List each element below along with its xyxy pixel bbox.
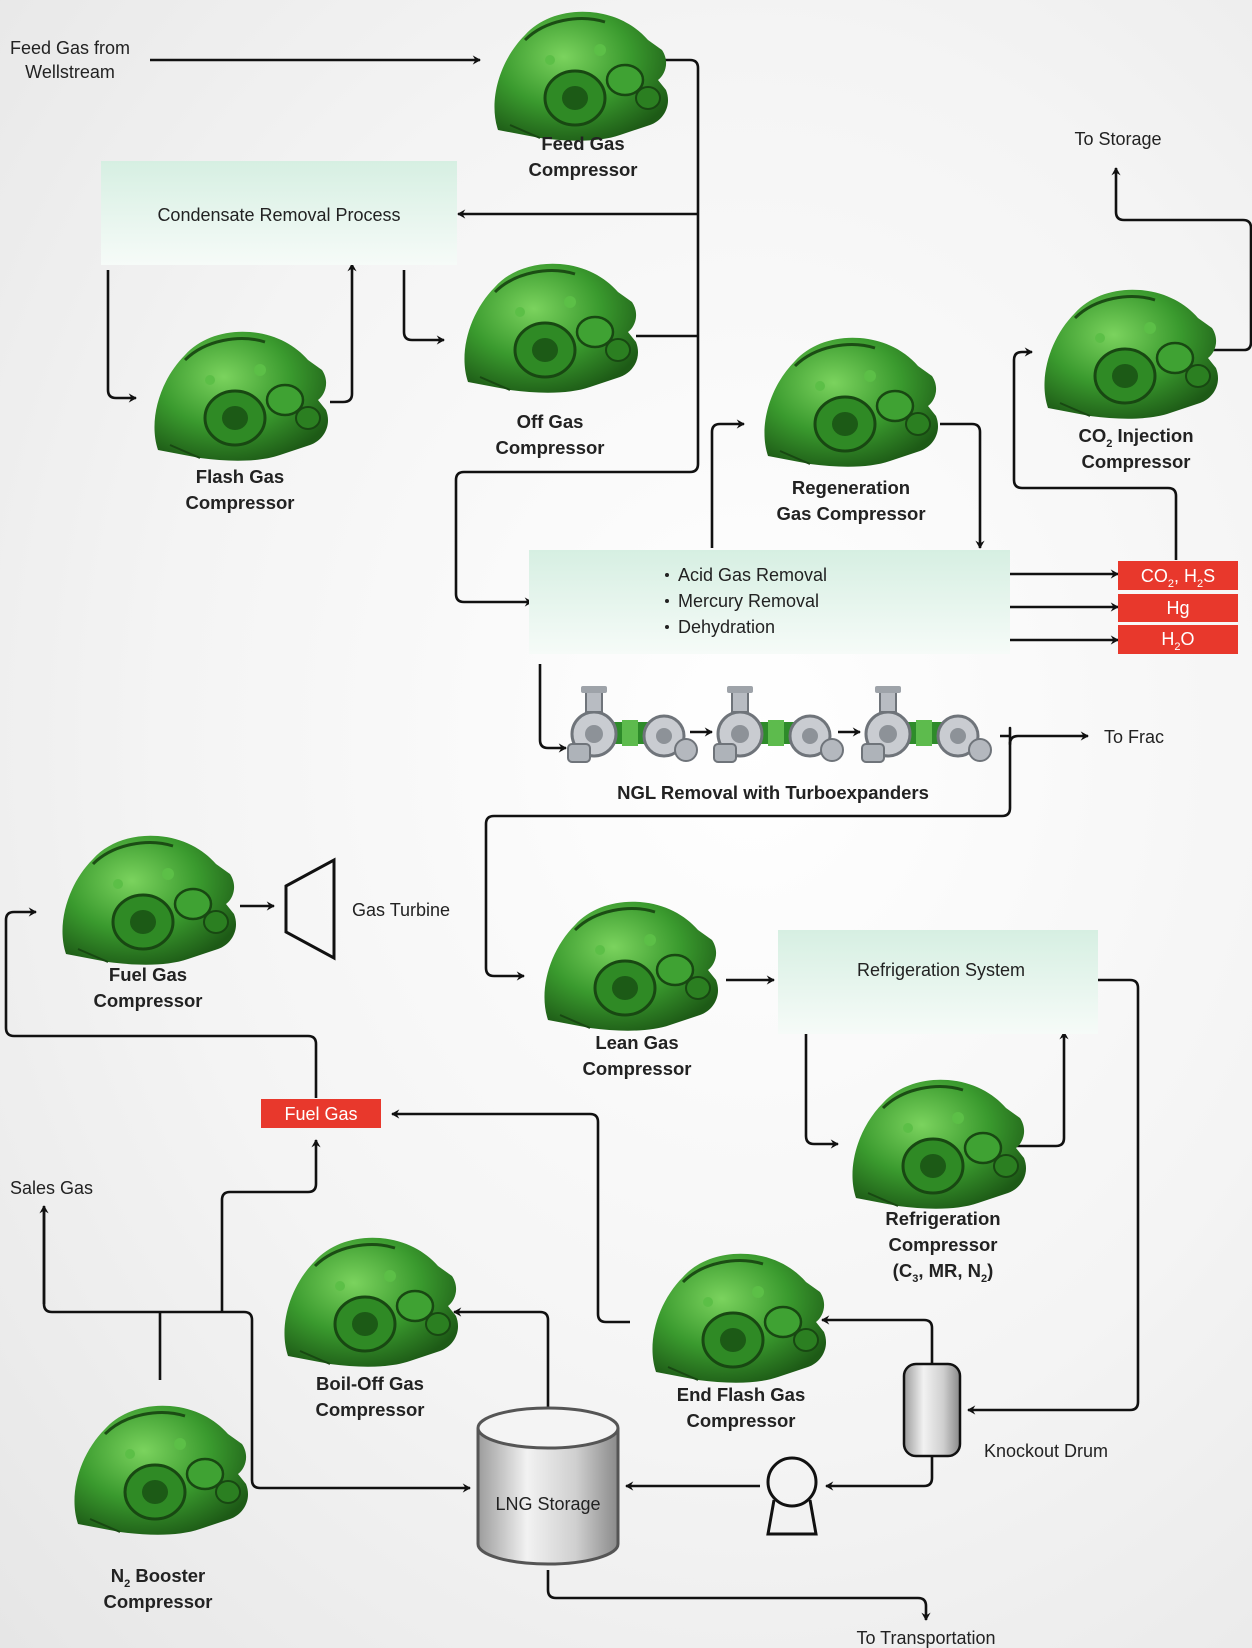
- flash-gas-caption-2: Compressor: [186, 492, 295, 513]
- line-treat-to-ngl: [538, 664, 567, 753]
- fuel-gas-tag: Fuel Gas: [261, 1099, 381, 1128]
- line-endflash-to-fuel: [391, 1109, 630, 1324]
- fuel-gas-compressor-icon: [60, 834, 238, 967]
- co2-injection-caption-2: Compressor: [1082, 451, 1191, 472]
- line-n2-header: [42, 1210, 470, 1488]
- fuel-gas-tag-label: Fuel Gas: [284, 1104, 357, 1124]
- output-h2o-label: H2O: [1161, 629, 1194, 653]
- turboexpander-2-icon: [712, 684, 845, 764]
- off-gas-caption-1: Off Gas: [517, 411, 584, 432]
- n2-booster-caption-1: N2 Booster: [111, 1565, 206, 1590]
- flow-lines: [4, 55, 1252, 1621]
- line-header-to-fuel: [220, 1139, 321, 1312]
- line-refrig-to-compressor: [804, 1032, 839, 1149]
- boil-off-caption-2: Compressor: [316, 1399, 425, 1420]
- knockout-drum-label: Knockout Drum: [984, 1441, 1108, 1461]
- fuel-gas-caption-1: Fuel Gas: [109, 964, 187, 985]
- regeneration-caption-1: Regeneration: [792, 477, 910, 498]
- end-flash-caption-2: Compressor: [687, 1410, 796, 1431]
- gas-turbine-label: Gas Turbine: [352, 900, 450, 920]
- lean-gas-caption-1: Lean Gas: [595, 1032, 678, 1053]
- regeneration-gas-compressor-icon: [762, 336, 940, 469]
- treatment-box: Acid Gas Removal Mercury Removal Dehydra…: [529, 550, 1010, 654]
- output-hg: Hg: [1118, 594, 1238, 622]
- bullet-2: [665, 599, 669, 603]
- end-flash-caption-1: End Flash Gas: [677, 1384, 806, 1405]
- line-ngl-to-frac: [484, 726, 1012, 976]
- fuel-gas-caption-2: Compressor: [94, 990, 203, 1011]
- feed-gas-caption-1: Feed Gas: [541, 133, 624, 154]
- line-treat-to-regen: [710, 419, 745, 548]
- treatment-item-dehydration: Dehydration: [678, 617, 775, 637]
- output-co2-h2s: CO2, H2S: [1118, 561, 1238, 590]
- flash-gas-caption-1: Flash Gas: [196, 466, 284, 487]
- sales-gas-label: Sales Gas: [10, 1178, 93, 1198]
- refrigeration-system-label: Refrigeration System: [857, 960, 1025, 980]
- line-condensate-to-offgas: [402, 270, 445, 345]
- treatment-item-acid: Acid Gas Removal: [678, 565, 827, 585]
- bullet-1: [665, 573, 669, 577]
- line-injection-to-storage: [1111, 167, 1252, 352]
- line-frac-out: [1008, 731, 1089, 746]
- line-refrig-to-drum: [967, 978, 1140, 1415]
- lng-storage-tank: LNG Storage: [476, 1406, 620, 1566]
- feed-gas-label-2: Wellstream: [25, 62, 115, 82]
- line-regen-to-treat: [940, 422, 985, 549]
- knockout-drum-icon: [902, 1362, 962, 1458]
- turboexpander-3-icon: [860, 684, 993, 764]
- refrigeration-caption-2: Compressor: [889, 1234, 998, 1255]
- feed-gas-compressor-icon: [492, 10, 670, 143]
- output-hg-label: Hg: [1166, 598, 1189, 618]
- turboexpander-1-icon: [566, 684, 699, 764]
- off-gas-caption-2: Compressor: [496, 437, 605, 458]
- to-storage-label: To Storage: [1074, 129, 1161, 149]
- boil-off-caption-1: Boil-Off Gas: [316, 1373, 424, 1394]
- n2-booster-caption-2: Compressor: [104, 1591, 213, 1612]
- lng-storage-label: LNG Storage: [495, 1494, 600, 1514]
- line-condensate-to-flash: [106, 270, 137, 403]
- off-gas-compressor-icon: [462, 262, 640, 395]
- condensate-removal-box: Condensate Removal Process: [101, 161, 457, 265]
- refrigeration-caption-3: (C3, MR, N2): [893, 1260, 994, 1285]
- regeneration-caption-2: Gas Compressor: [776, 503, 925, 524]
- feed-gas-caption-2: Compressor: [529, 159, 638, 180]
- gas-turbine-icon: [284, 857, 336, 961]
- flash-gas-compressor-icon: [152, 330, 330, 463]
- lean-gas-caption-2: Compressor: [583, 1058, 692, 1079]
- end-flash-gas-compressor-icon: [650, 1252, 828, 1385]
- line-feed-trunk: [454, 58, 700, 607]
- pump-icon: [766, 1456, 818, 1536]
- refrigeration-caption-1: Refrigeration: [885, 1208, 1000, 1229]
- to-frac-label: To Frac: [1104, 727, 1164, 747]
- line-lng-to-transport: [546, 1570, 931, 1621]
- line-co2-to-injection: [1012, 347, 1178, 560]
- condensate-removal-label: Condensate Removal Process: [157, 205, 400, 225]
- line-flash-to-condensate: [330, 263, 357, 404]
- feed-gas-label-1: Feed Gas from: [10, 38, 130, 58]
- treatment-item-mercury: Mercury Removal: [678, 591, 819, 611]
- line-refcomp-to-refrig: [1010, 1031, 1069, 1148]
- line-drum-to-pump: [825, 1434, 934, 1491]
- co2-injection-compressor-icon: [1042, 288, 1220, 421]
- line-fuel-to-fuelcomp: [4, 907, 318, 1098]
- output-co2-h2s-label: CO2, H2S: [1141, 566, 1215, 590]
- bullet-3: [665, 625, 669, 629]
- refrigeration-compressor-icon: [850, 1078, 1028, 1211]
- line-drum-to-endflash: [821, 1315, 934, 1364]
- n2-booster-compressor-icon: [72, 1404, 250, 1537]
- output-h2o: H2O: [1118, 625, 1238, 654]
- co2-injection-caption-1: CO2 Injection: [1078, 425, 1193, 450]
- line-lng-to-boiloff: [453, 1307, 550, 1422]
- ngl-removal-caption: NGL Removal with Turboexpanders: [617, 782, 929, 803]
- refrigeration-system-box: Refrigeration System: [778, 930, 1098, 1034]
- lean-gas-compressor-icon: [542, 900, 720, 1033]
- to-transportation-label: To Transportation: [856, 1628, 995, 1648]
- boil-off-gas-compressor-icon: [282, 1236, 460, 1369]
